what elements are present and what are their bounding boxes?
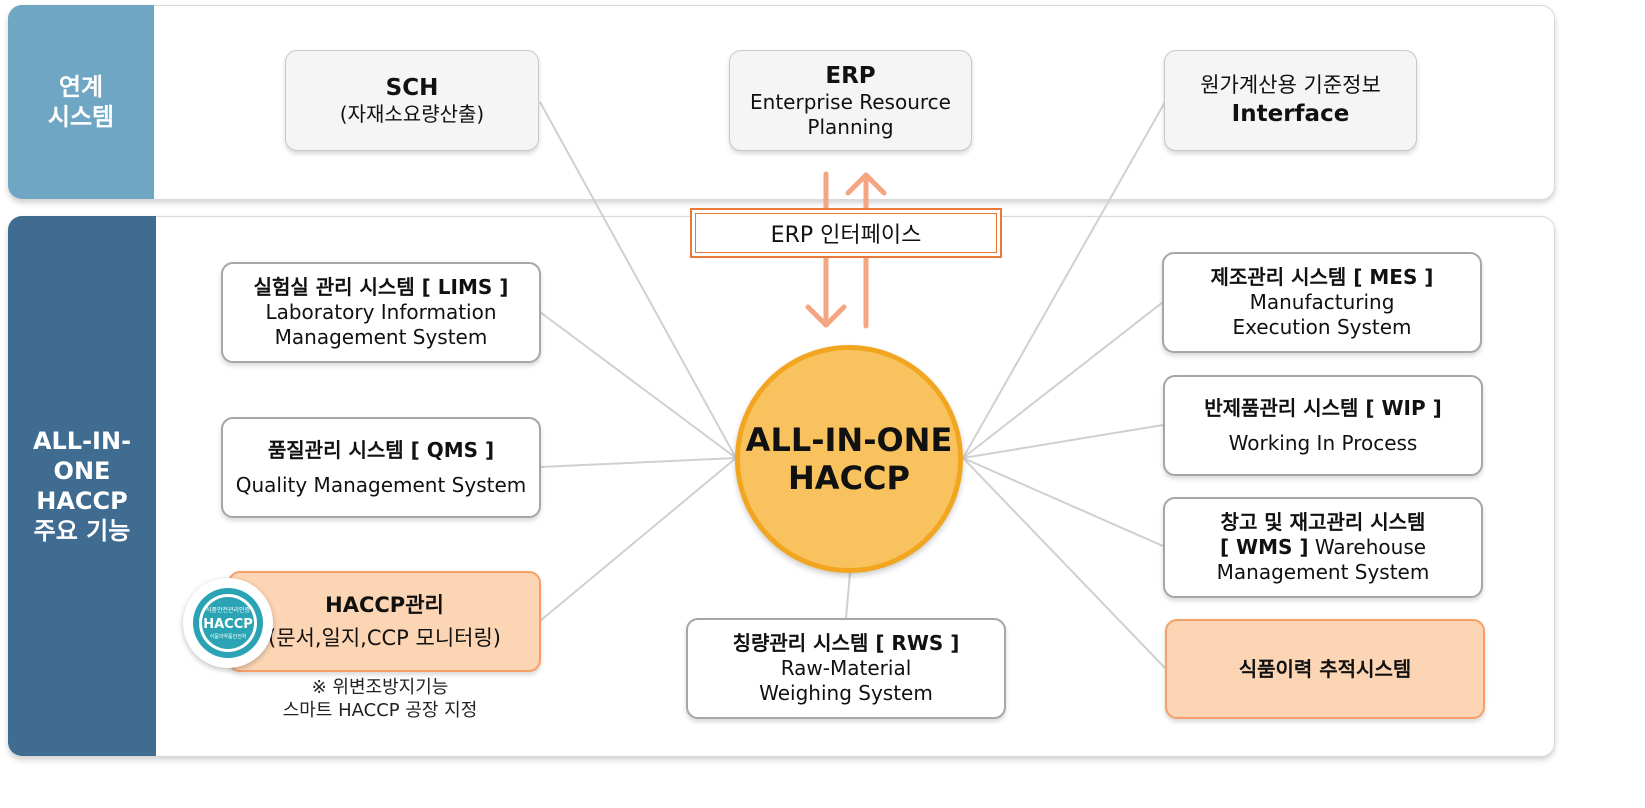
qms-line1: Quality Management System [235,472,527,497]
wip-title: 반제품관리 시스템 [ WIP ] [1204,395,1442,420]
cost-interface-title: Interface [1231,101,1350,127]
note-line2: 스마트 HACCP 공장 지정 [282,700,478,721]
connector-mes [962,301,1164,459]
note-line1: ※ 위변조방지기능 [311,677,449,698]
linked-systems-label: 연계 시스템 [8,5,154,199]
connector-rws [845,572,851,619]
hub-line1: ALL-IN-ONE [745,421,953,459]
sch-box: SCH (자재소요량산출) [285,50,539,151]
lims-title: 실험실 관리 시스템 [ LIMS ] [253,275,509,299]
all-in-one-haccp-hub: ALL-IN-ONE HACCP [735,345,963,573]
hub-line2: HACCP [788,459,910,497]
sch-title: SCH [385,75,439,101]
haccp-seal-icon: 식품안전관리인증 HACCP 식품의약품안전처 [193,588,263,658]
sch-subtitle: (자재소요량산출) [339,102,485,126]
haccp-badge-mark: HACCP [203,617,253,632]
cost-interface-box: 원가계산용 기준정보 Interface [1164,50,1417,151]
erp-line2: Planning [807,114,894,139]
food-traceability-box: 식품이력 추적시스템 [1165,619,1485,719]
connector-haccp [539,457,737,622]
wms-line2: Management System [1216,560,1430,584]
haccp-badge-bottom: 식품의약품안전처 [210,633,247,640]
mes-title: 제조관리 시스템 [ MES ] [1210,265,1434,289]
connector-sch [539,101,737,459]
erp-interface-text: ERP 인터페이스 [770,223,922,248]
wms-line1: Warehouse [1308,535,1427,559]
mes-line2: Execution System [1232,315,1412,339]
erp-line1: Enterprise Resource [750,89,951,114]
wip-box: 반제품관리 시스템 [ WIP ] Working In Process [1163,375,1483,476]
haccp-line1: (문서,일지,CCP 모니터링) [268,625,501,650]
wms-title: 창고 및 재고관리 시스템 [1220,510,1426,534]
rws-title: 칭량관리 시스템 [ RWS ] [732,631,960,655]
lims-line2: Management System [274,325,488,349]
wms-code: [ WMS ] [1219,535,1309,559]
rws-line1: Raw-Material [780,656,912,680]
connector-qms [539,457,737,468]
erp-box: ERP Enterprise Resource Planning [729,50,972,151]
qms-box: 품질관리 시스템 [ QMS ] Quality Management Syst… [221,417,541,518]
rws-line2: Weighing System [759,681,933,705]
connector-lims [539,311,737,459]
core-functions-label: ALL-IN- ONE HACCP 주요 기능 [8,216,156,756]
cost-interface-line1: 원가계산용 기준정보 [1200,73,1381,97]
connector-interface [962,101,1166,459]
haccp-management-box: HACCP관리 (문서,일지,CCP 모니터링) [228,571,541,672]
erp-title: ERP [825,62,876,89]
wip-line1: Working In Process [1228,430,1418,455]
haccp-note: ※ 위변조방지기능 스마트 HACCP 공장 지정 [240,676,520,722]
arrow-up-head [845,172,887,196]
mes-line1: Manufacturing [1249,290,1395,314]
connector-wms [962,457,1164,547]
haccp-title: HACCP관리 [325,592,444,617]
connector-trace [962,457,1166,669]
erp-interface-label: ERP 인터페이스 [690,208,1002,258]
haccp-badge-top: 식품안전관리인증 [206,606,251,614]
trace-title: 식품이력 추적시스템 [1238,656,1412,681]
lims-box: 실험실 관리 시스템 [ LIMS ] Laboratory Informati… [221,262,541,363]
lims-line1: Laboratory Information [265,300,497,324]
arrow-down-head [805,304,847,328]
qms-title: 품질관리 시스템 [ QMS ] [267,437,495,462]
haccp-certification-badge: 식품안전관리인증 HACCP 식품의약품안전처 [183,578,273,668]
wms-line1-row: [ WMS ] Warehouse [1220,535,1426,560]
connector-wip [962,424,1164,459]
wms-box: 창고 및 재고관리 시스템 [ WMS ] Warehouse Manageme… [1163,497,1483,598]
rws-box: 칭량관리 시스템 [ RWS ] Raw-Material Weighing S… [686,618,1006,719]
mes-box: 제조관리 시스템 [ MES ] Manufacturing Execution… [1162,252,1482,353]
